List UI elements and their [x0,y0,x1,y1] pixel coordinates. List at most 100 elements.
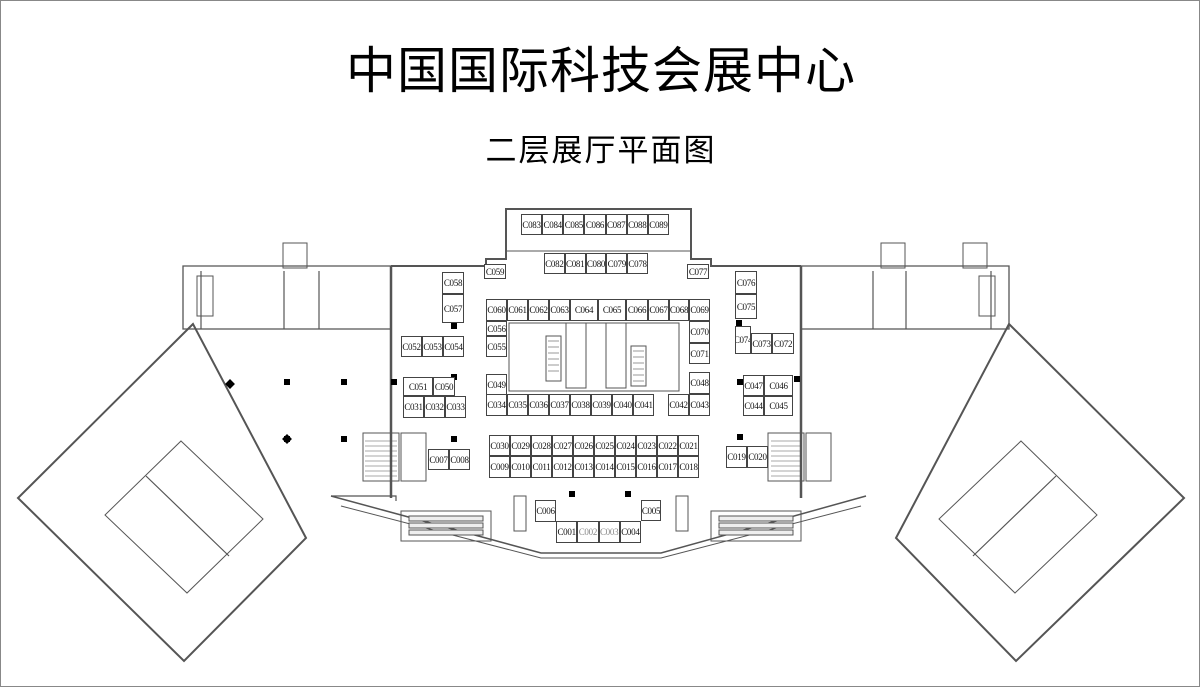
column [391,379,397,385]
booth-c040[interactable]: C040 [612,394,633,416]
column [341,436,347,442]
booth-c010[interactable]: C010 [510,456,531,478]
booth-c073[interactable]: C073 [751,333,772,354]
booth-c086[interactable]: C086 [584,214,606,235]
booth-c076[interactable]: C076 [735,271,757,294]
booth-c082[interactable]: C082 [544,253,565,274]
booth-c026[interactable]: C026 [573,435,594,456]
booth-c007[interactable]: C007 [428,449,449,470]
column [794,376,800,382]
booth-c022[interactable]: C022 [657,435,678,456]
booth-c078[interactable]: C078 [627,253,648,274]
booth-c011[interactable]: C011 [531,456,552,478]
booth-c027[interactable]: C027 [552,435,573,456]
booth-c012[interactable]: C012 [552,456,573,478]
booth-c005[interactable]: C005 [641,500,661,521]
booth-c001[interactable]: C001 [556,521,578,543]
booth-c006[interactable]: C006 [535,500,556,522]
booth-c034[interactable]: C034 [486,394,507,416]
elevator-west [282,242,308,269]
booth-c031[interactable]: C031 [403,396,424,418]
booth-c042[interactable]: C042 [668,394,689,416]
booth-c037[interactable]: C037 [549,394,570,416]
booth-c072[interactable]: C072 [772,333,794,354]
booth-c028[interactable]: C028 [531,435,552,456]
booth-c047[interactable]: C047 [743,375,764,396]
booth-c035[interactable]: C035 [507,394,528,416]
booth-c085[interactable]: C085 [563,214,585,235]
booth-c068[interactable]: C068 [669,299,689,321]
booth-c088[interactable]: C088 [626,214,648,235]
booth-c080[interactable]: C080 [585,253,607,274]
booth-c061[interactable]: C061 [507,299,528,321]
booth-c041[interactable]: C041 [633,394,654,416]
booth-c056[interactable]: C056 [486,321,507,336]
booth-c032[interactable]: C032 [424,396,445,418]
booth-c083[interactable]: C083 [521,214,543,235]
booth-c064[interactable]: C064 [570,299,598,321]
booth-c044[interactable]: C044 [743,396,764,416]
booth-c058[interactable]: C058 [442,272,464,294]
booth-c043[interactable]: C043 [689,394,710,416]
booth-c048[interactable]: C048 [689,372,710,394]
booth-c053[interactable]: C053 [422,336,443,357]
booth-c084[interactable]: C084 [542,214,564,235]
booth-c055[interactable]: C055 [486,336,507,357]
booth-c029[interactable]: C029 [510,435,531,456]
booth-c081[interactable]: C081 [564,253,586,274]
booth-c004[interactable]: C004 [619,521,641,543]
booth-c079[interactable]: C079 [606,253,628,274]
booth-c018[interactable]: C018 [678,456,699,478]
column [625,491,631,497]
booth-c021[interactable]: C021 [678,435,699,456]
column [736,320,742,326]
booth-c062[interactable]: C062 [528,299,549,321]
booth-c008[interactable]: C008 [449,449,470,470]
booth-c049[interactable]: C049 [486,374,507,395]
booth-c002[interactable]: C002 [577,521,599,543]
booth-c017[interactable]: C017 [657,456,678,478]
wall [145,475,230,557]
booth-c023[interactable]: C023 [636,435,657,456]
booth-c077[interactable]: C077 [687,264,709,279]
booth-c038[interactable]: C038 [570,394,591,416]
booth-c046[interactable]: C046 [764,375,793,396]
booth-c070[interactable]: C070 [689,321,710,343]
booth-c003[interactable]: C003 [598,521,620,543]
booth-c030[interactable]: C030 [489,435,510,456]
booth-c063[interactable]: C063 [549,299,570,321]
booth-c033[interactable]: C033 [445,396,466,418]
booth-c045[interactable]: C045 [764,396,793,416]
booth-c051[interactable]: C051 [403,377,433,396]
booth-c050[interactable]: C050 [433,377,455,396]
booth-c016[interactable]: C016 [636,456,657,478]
booth-c039[interactable]: C039 [591,394,612,416]
booth-c025[interactable]: C025 [594,435,615,456]
booth-c087[interactable]: C087 [605,214,627,235]
booth-c089[interactable]: C089 [647,214,669,235]
booth-c024[interactable]: C024 [615,435,636,456]
stair-sw-2 [400,432,427,482]
booth-c069[interactable]: C069 [689,299,710,321]
east-wing [894,322,1186,663]
booth-c036[interactable]: C036 [528,394,549,416]
booth-c066[interactable]: C066 [626,299,648,321]
booth-c052[interactable]: C052 [401,336,422,357]
booth-c074[interactable]: C074 [735,326,751,354]
booth-c019[interactable]: C019 [726,446,747,468]
booth-c014[interactable]: C014 [594,456,615,478]
page-subtitle: 二层展厅平面图 [485,133,717,169]
booth-c020[interactable]: C020 [747,446,768,468]
booth-c065[interactable]: C065 [598,299,626,321]
booth-c059[interactable]: C059 [484,264,506,279]
booth-c057[interactable]: C057 [442,294,464,323]
column [284,379,290,385]
booth-c075[interactable]: C075 [735,294,757,319]
booth-c067[interactable]: C067 [648,299,669,321]
booth-c071[interactable]: C071 [689,343,710,364]
booth-c054[interactable]: C054 [443,336,464,357]
booth-c013[interactable]: C013 [573,456,594,478]
booth-c015[interactable]: C015 [615,456,636,478]
booth-c009[interactable]: C009 [489,456,510,478]
booth-c060[interactable]: C060 [486,299,507,321]
